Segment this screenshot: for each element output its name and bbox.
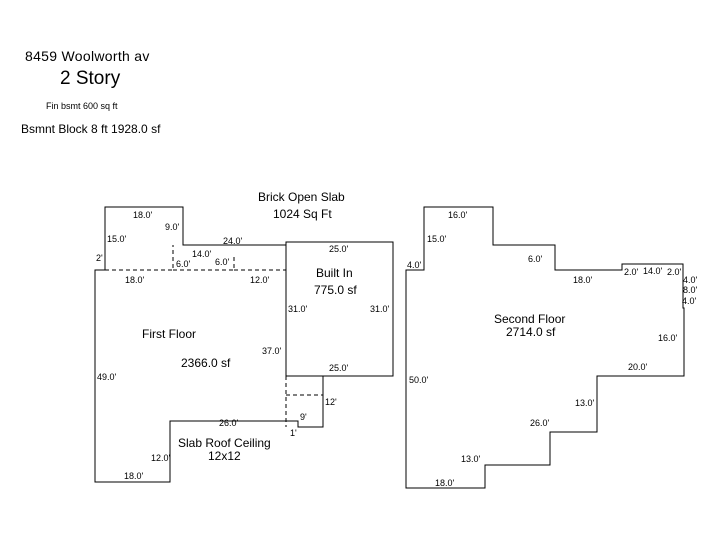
dimension-label: 4.0' xyxy=(682,296,697,306)
dimension-label: 25.0' xyxy=(329,363,349,373)
built-in-area: 775.0 sf xyxy=(314,283,357,297)
dimension-label: 6.0' xyxy=(176,259,191,269)
dimension-label: 26.0' xyxy=(530,418,550,428)
slab-roof-size: 12x12 xyxy=(208,449,241,463)
dimension-label: 6.0' xyxy=(215,257,230,267)
second-floor-label: Second Floor xyxy=(494,312,565,326)
second-floor-outline xyxy=(405,206,685,489)
dimension-label: 4.0' xyxy=(407,260,422,270)
property-address: 8459 Woolworth av xyxy=(25,48,150,64)
brick-slab-label: Brick Open Slab xyxy=(258,190,345,204)
dimension-label: 37.0' xyxy=(262,346,282,356)
dimension-label: 2.0' xyxy=(667,267,682,277)
first-floor-label: First Floor xyxy=(142,327,196,341)
dimension-label: 18.0' xyxy=(124,471,144,481)
dimension-label: 31.0' xyxy=(370,304,390,314)
first-floor-area: 2366.0 sf xyxy=(181,356,231,370)
dimension-label: 2' xyxy=(96,253,103,263)
dimension-label: 8.0' xyxy=(683,285,698,295)
slab-roof-label: Slab Roof Ceiling xyxy=(178,436,271,450)
dimension-label: 12.0' xyxy=(151,453,171,463)
dimension-label: 20.0' xyxy=(628,362,648,372)
dimension-label: 12.0' xyxy=(250,275,270,285)
dimension-label: 18.0' xyxy=(125,275,145,285)
dimension-label: 25.0' xyxy=(329,244,349,254)
dimension-label: 16.0' xyxy=(448,210,468,220)
dimension-label: 4.0' xyxy=(683,275,698,285)
dimension-label: 9' xyxy=(300,412,307,422)
dimension-label: 16.0' xyxy=(658,333,678,343)
dimension-label: 6.0' xyxy=(528,254,543,264)
second-floor-area: 2714.0 sf xyxy=(506,325,556,339)
dimension-label: 13.0' xyxy=(461,454,481,464)
first-floor-outline xyxy=(94,206,324,483)
dimension-label: 49.0' xyxy=(97,372,117,382)
dimension-label: 18.0' xyxy=(133,210,153,220)
dimension-label: 50.0' xyxy=(409,375,429,385)
dimension-label: 14.0' xyxy=(643,266,663,276)
dimension-label: 13.0' xyxy=(575,398,595,408)
dimension-label: 18.0' xyxy=(435,478,455,488)
dimension-label: 15.0' xyxy=(107,234,127,244)
dimension-label: 14.0' xyxy=(192,249,212,259)
brick-slab-area: 1024 Sq Ft xyxy=(273,207,332,221)
dimension-label: 2.0' xyxy=(624,267,639,277)
dimension-label: 15.0' xyxy=(427,234,447,244)
dimension-label: 9.0' xyxy=(165,222,180,232)
story-count: 2 Story xyxy=(60,68,121,89)
dimension-label: 18.0' xyxy=(573,275,593,285)
built-in-outline xyxy=(285,241,394,377)
first-floor-dashed-line xyxy=(105,245,323,427)
dimension-label: 31.0' xyxy=(288,304,308,314)
dimension-label: 1' xyxy=(290,428,297,438)
dimension-label: 24.0' xyxy=(223,236,243,246)
basement-block-note: Bsmnt Block 8 ft 1928.0 sf xyxy=(21,122,161,136)
dimension-label: 12' xyxy=(325,397,337,407)
built-in-label: Built In xyxy=(316,266,353,280)
dimension-label: 26.0' xyxy=(219,418,239,428)
finished-basement-note: Fin bsmt 600 sq ft xyxy=(46,101,118,111)
